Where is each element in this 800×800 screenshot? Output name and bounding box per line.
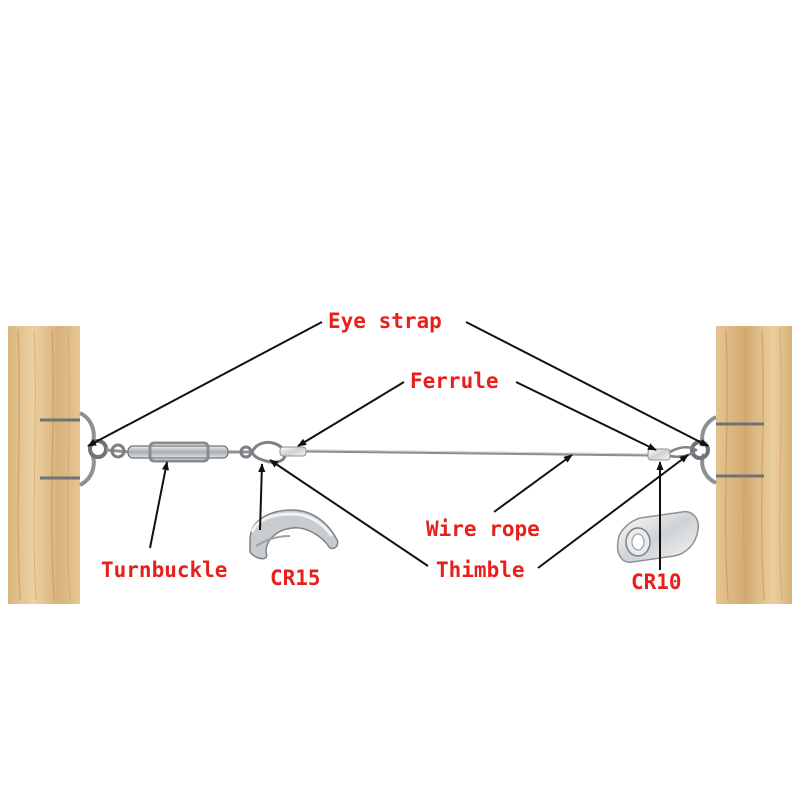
turnbuckle <box>105 441 253 463</box>
arrow-thimble-left <box>269 459 429 567</box>
label-ferrule: Ferrule <box>410 369 499 393</box>
arrow-thimble-right <box>537 454 689 569</box>
label-eye-strap: Eye strap <box>328 309 442 333</box>
right-wood-post <box>716 326 792 604</box>
arrow-wire-rope <box>493 454 573 513</box>
arrow-ferrule-left <box>297 381 405 447</box>
arrow-cr15 <box>258 463 266 531</box>
label-thimble: Thimble <box>436 558 525 582</box>
cr15-thimble-image <box>249 509 339 560</box>
cr10-ferrule-image <box>616 510 700 563</box>
arrow-ferrule-right <box>515 381 657 451</box>
arrow-eye-strap-right <box>465 321 709 447</box>
label-cr15: CR15 <box>270 566 321 590</box>
arrow-turnbuckle <box>149 461 169 549</box>
label-turnbuckle: Turnbuckle <box>101 558 227 582</box>
label-wire-rope: Wire rope <box>426 517 540 541</box>
arrow-eye-strap-left <box>87 321 323 447</box>
wire-rope <box>305 449 651 457</box>
callout-arrows <box>87 321 709 570</box>
left-wood-post <box>8 326 80 604</box>
label-cr10: CR10 <box>631 570 682 594</box>
right-ferrule-loop <box>647 446 698 461</box>
